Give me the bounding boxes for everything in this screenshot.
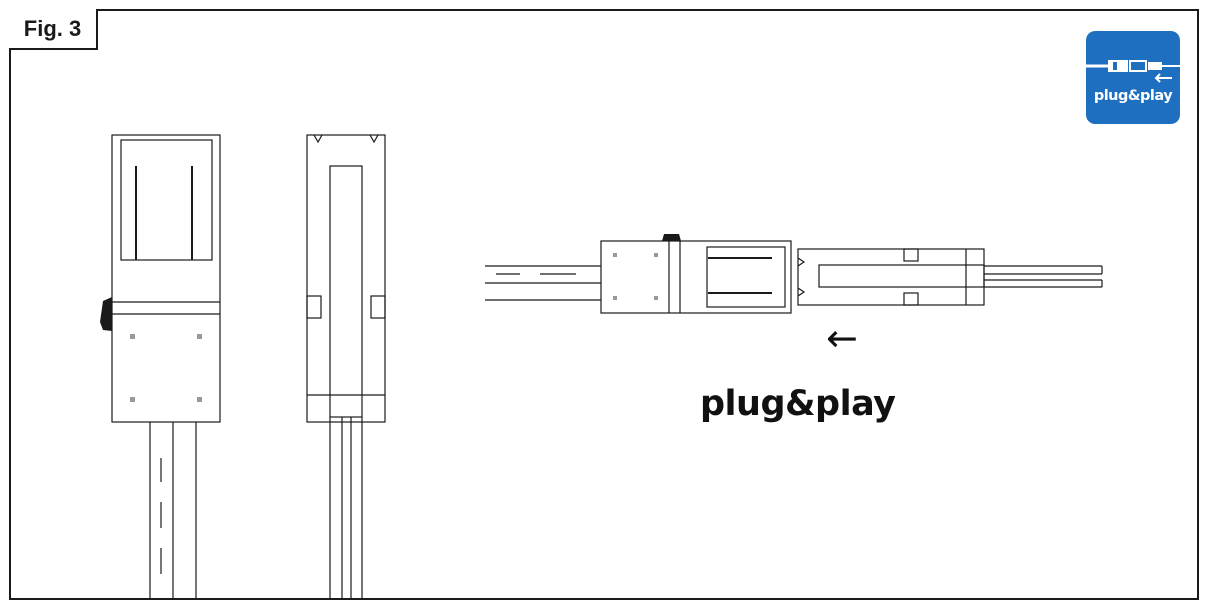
connector-side-view (306, 134, 386, 600)
connector-front-view (100, 134, 221, 600)
insert-direction-arrow-icon: ← (826, 316, 858, 360)
left-arrow-icon (1154, 73, 1172, 83)
connector-plug-icon (1086, 60, 1180, 72)
badge-label: plug&play (1093, 88, 1173, 104)
figure-label: Fig. 3 (9, 9, 98, 50)
badge-background (1086, 31, 1180, 124)
latch-tab (662, 234, 681, 241)
connector-horizontal-mating-view (485, 234, 1103, 314)
plug-and-play-badge: plug&play (1086, 31, 1180, 124)
figure-frame (9, 9, 1199, 600)
latch-tab (100, 297, 112, 331)
plug-and-play-caption: plug&play (700, 384, 896, 424)
